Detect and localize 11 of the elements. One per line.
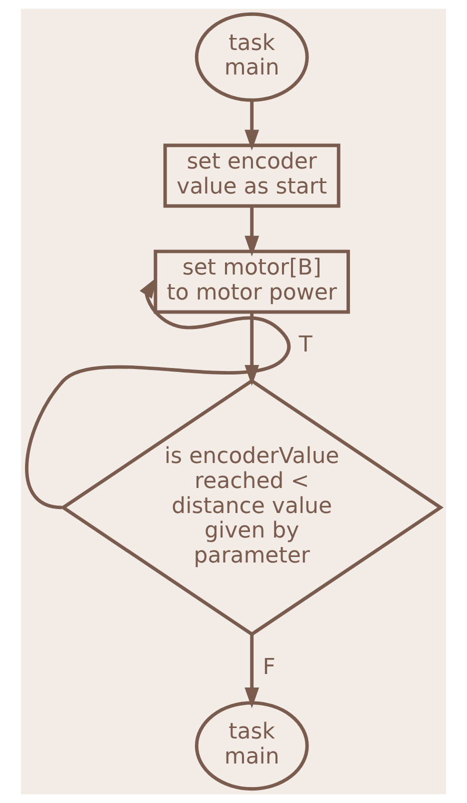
edge-label: F (262, 654, 276, 680)
node-ellipse: task main (194, 701, 309, 791)
edge-label: T (298, 332, 312, 358)
arrow (244, 100, 260, 150)
arrow (244, 634, 260, 708)
node-ellipse: task main (194, 12, 309, 102)
arrow (244, 206, 260, 256)
node-box: set encoder value as start (163, 144, 340, 208)
arrow (25, 277, 291, 510)
node-diamond: is encoderValue reached < distance value given by parameter (60, 378, 444, 636)
node-box: set motor[B] to motor power (154, 250, 350, 314)
